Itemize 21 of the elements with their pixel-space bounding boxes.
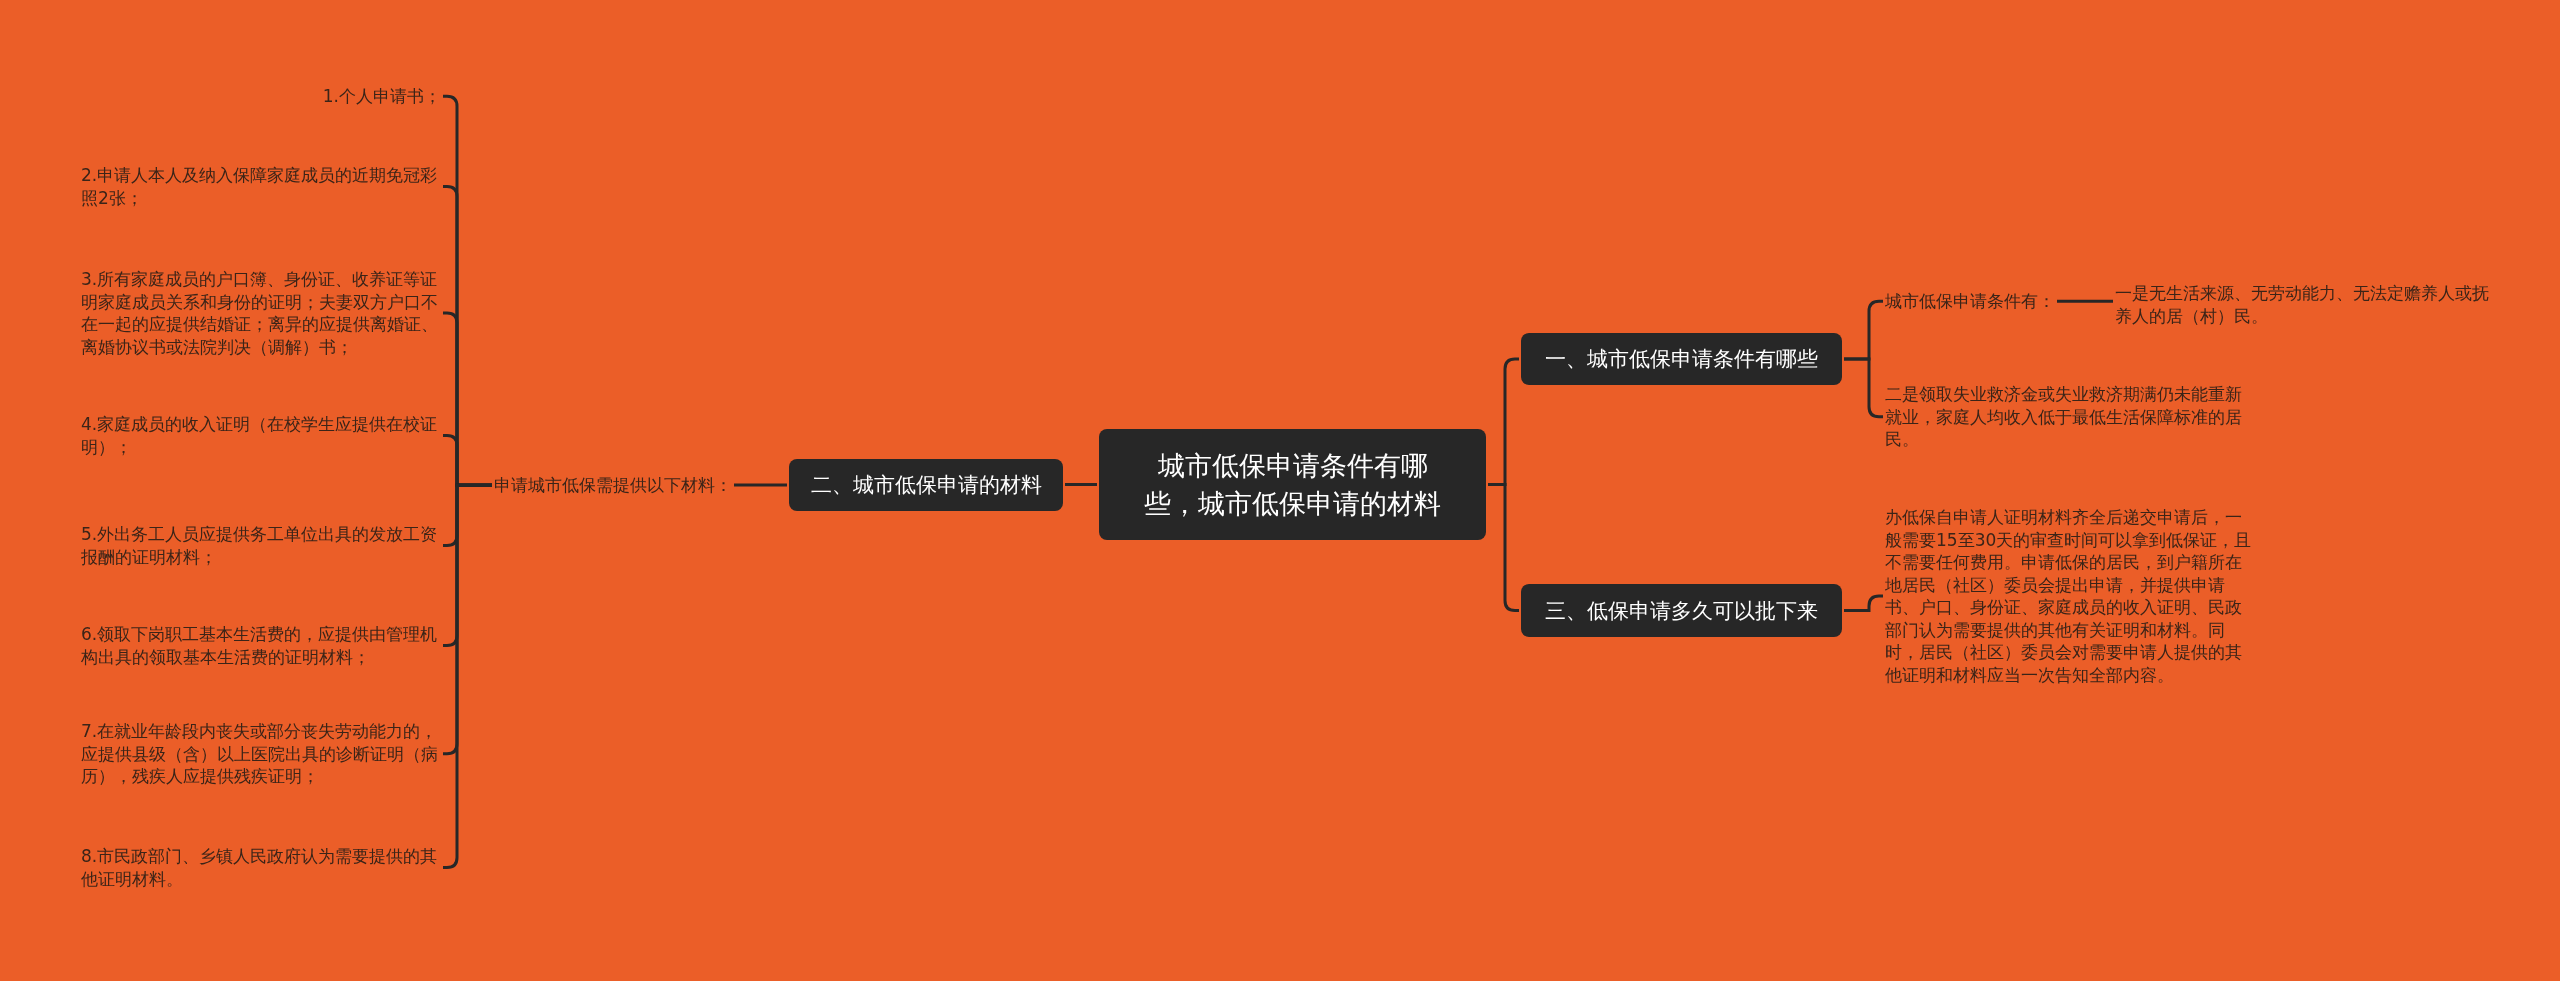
branch-box: 二、城市低保申请的材料 [789,459,1063,511]
list-item-text: 4.家庭成员的收入证明（在校学生应提供在校证明）； [81,413,441,458]
branch-box: 三、低保申请多久可以批下来 [1521,584,1842,637]
list-item-text: 8.市民政部门、乡镇人民政府认为需要提供的其他证明材料。 [81,845,441,890]
list-item-text: 2.申请人本人及纳入保障家庭成员的近期免冠彩照2张； [81,164,441,209]
topic-box: 城市低保申请条件有哪些，城市低保申请的材料 [1099,429,1486,540]
list-item-text: 7.在就业年龄段内丧失或部分丧失劳动能力的，应提供县级（含）以上医院出具的诊断证明（病历），残疾人应提供残疾证明； [81,720,441,788]
list-item-text: 6.领取下岗职工基本生活费的，应提供由管理机构出具的领取基本生活费的证明材料； [81,623,441,668]
note-text: 城市低保申请条件有： [1885,290,2055,313]
note-text: 办低保自申请人证明材料齐全后递交申请后，一般需要15至30天的审查时间可以拿到低保证，且不需要任何费用。申请低保的居民，到户籍所在地居民（社区）委员会提出申请，并提供申请书、户口、身份证、家庭成员的收入证明、民政部门认为需要提供的其他有关证明和材料。同时，居民（社区）委员会对需要申请人提供的其他证明和材料应当一次告知全部内容。 [1885,506,2255,686]
branch-box: 一、城市低保申请条件有哪些 [1521,333,1842,385]
connector-line [1844,594,1883,612]
connector-line [734,483,787,487]
note-text: 申请城市低保需提供以下材料： [494,474,732,497]
list-item-text: 3.所有家庭成员的户口簿、身份证、收养证等证明家庭成员关系和身份的证明；夫妻双方户口不在一起的应提供结婚证；离异的应提供离婚证、离婚协议书或法院判决（调解）书； [81,268,441,358]
list-item-text: 1.个人申请书； [322,85,441,108]
note-text: 一是无生活来源、无劳动能力、无法定赡养人或抚养人的居（村）民。 [2115,282,2495,327]
connector-line [2057,299,2113,303]
note-text: 二是领取失业救济金或失业救济期满仍未能重新就业，家庭人均收入低于最低生活保障标准的居民。 [1885,383,2255,451]
connector-line [1065,483,1097,486]
list-item-text: 5.外出务工人员应提供务工单位出具的发放工资报酬的证明材料； [81,523,441,568]
